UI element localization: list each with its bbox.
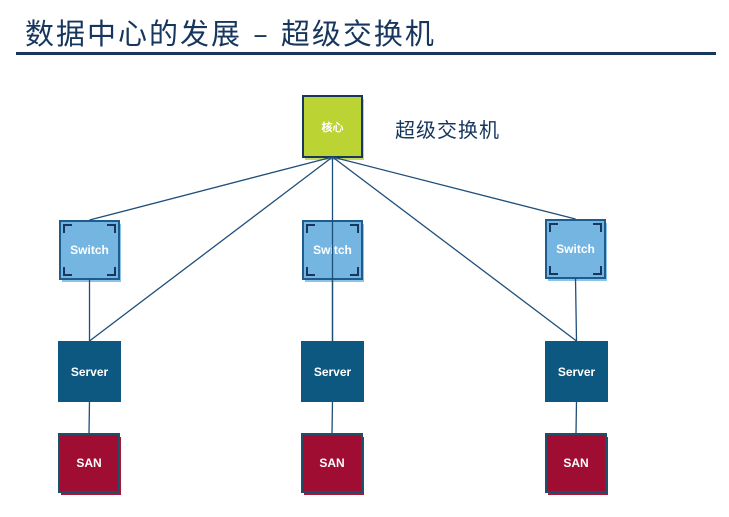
switch-label: Switch bbox=[70, 243, 109, 257]
node-san-middle: SAN bbox=[301, 433, 363, 493]
node-server-middle: Server bbox=[301, 341, 364, 402]
node-san-right: SAN bbox=[545, 433, 607, 493]
server-label: Server bbox=[557, 364, 596, 379]
node-server-right: Server bbox=[545, 341, 608, 402]
san-label: SAN bbox=[76, 456, 102, 470]
title-divider bbox=[16, 52, 716, 55]
san-label: SAN bbox=[319, 456, 345, 470]
san-label: SAN bbox=[563, 456, 589, 470]
node-san-left: SAN bbox=[58, 433, 120, 493]
node-switch-middle: Switch bbox=[302, 220, 363, 280]
node-core: 核心 bbox=[302, 95, 363, 158]
node-server-left: Server bbox=[58, 341, 121, 402]
node-switch-left: Switch bbox=[59, 220, 120, 280]
node-switch-right: Switch bbox=[545, 219, 606, 279]
server-label: Server bbox=[70, 364, 109, 379]
slide-title: 数据中心的发展 – 超级交换机 bbox=[25, 17, 436, 51]
server-label: Server bbox=[313, 364, 352, 379]
switch-label: Switch bbox=[313, 243, 352, 257]
switch-label: Switch bbox=[556, 242, 595, 256]
core-label: 核心 bbox=[321, 121, 344, 134]
core-annotation: 超级交换机 bbox=[395, 118, 500, 142]
